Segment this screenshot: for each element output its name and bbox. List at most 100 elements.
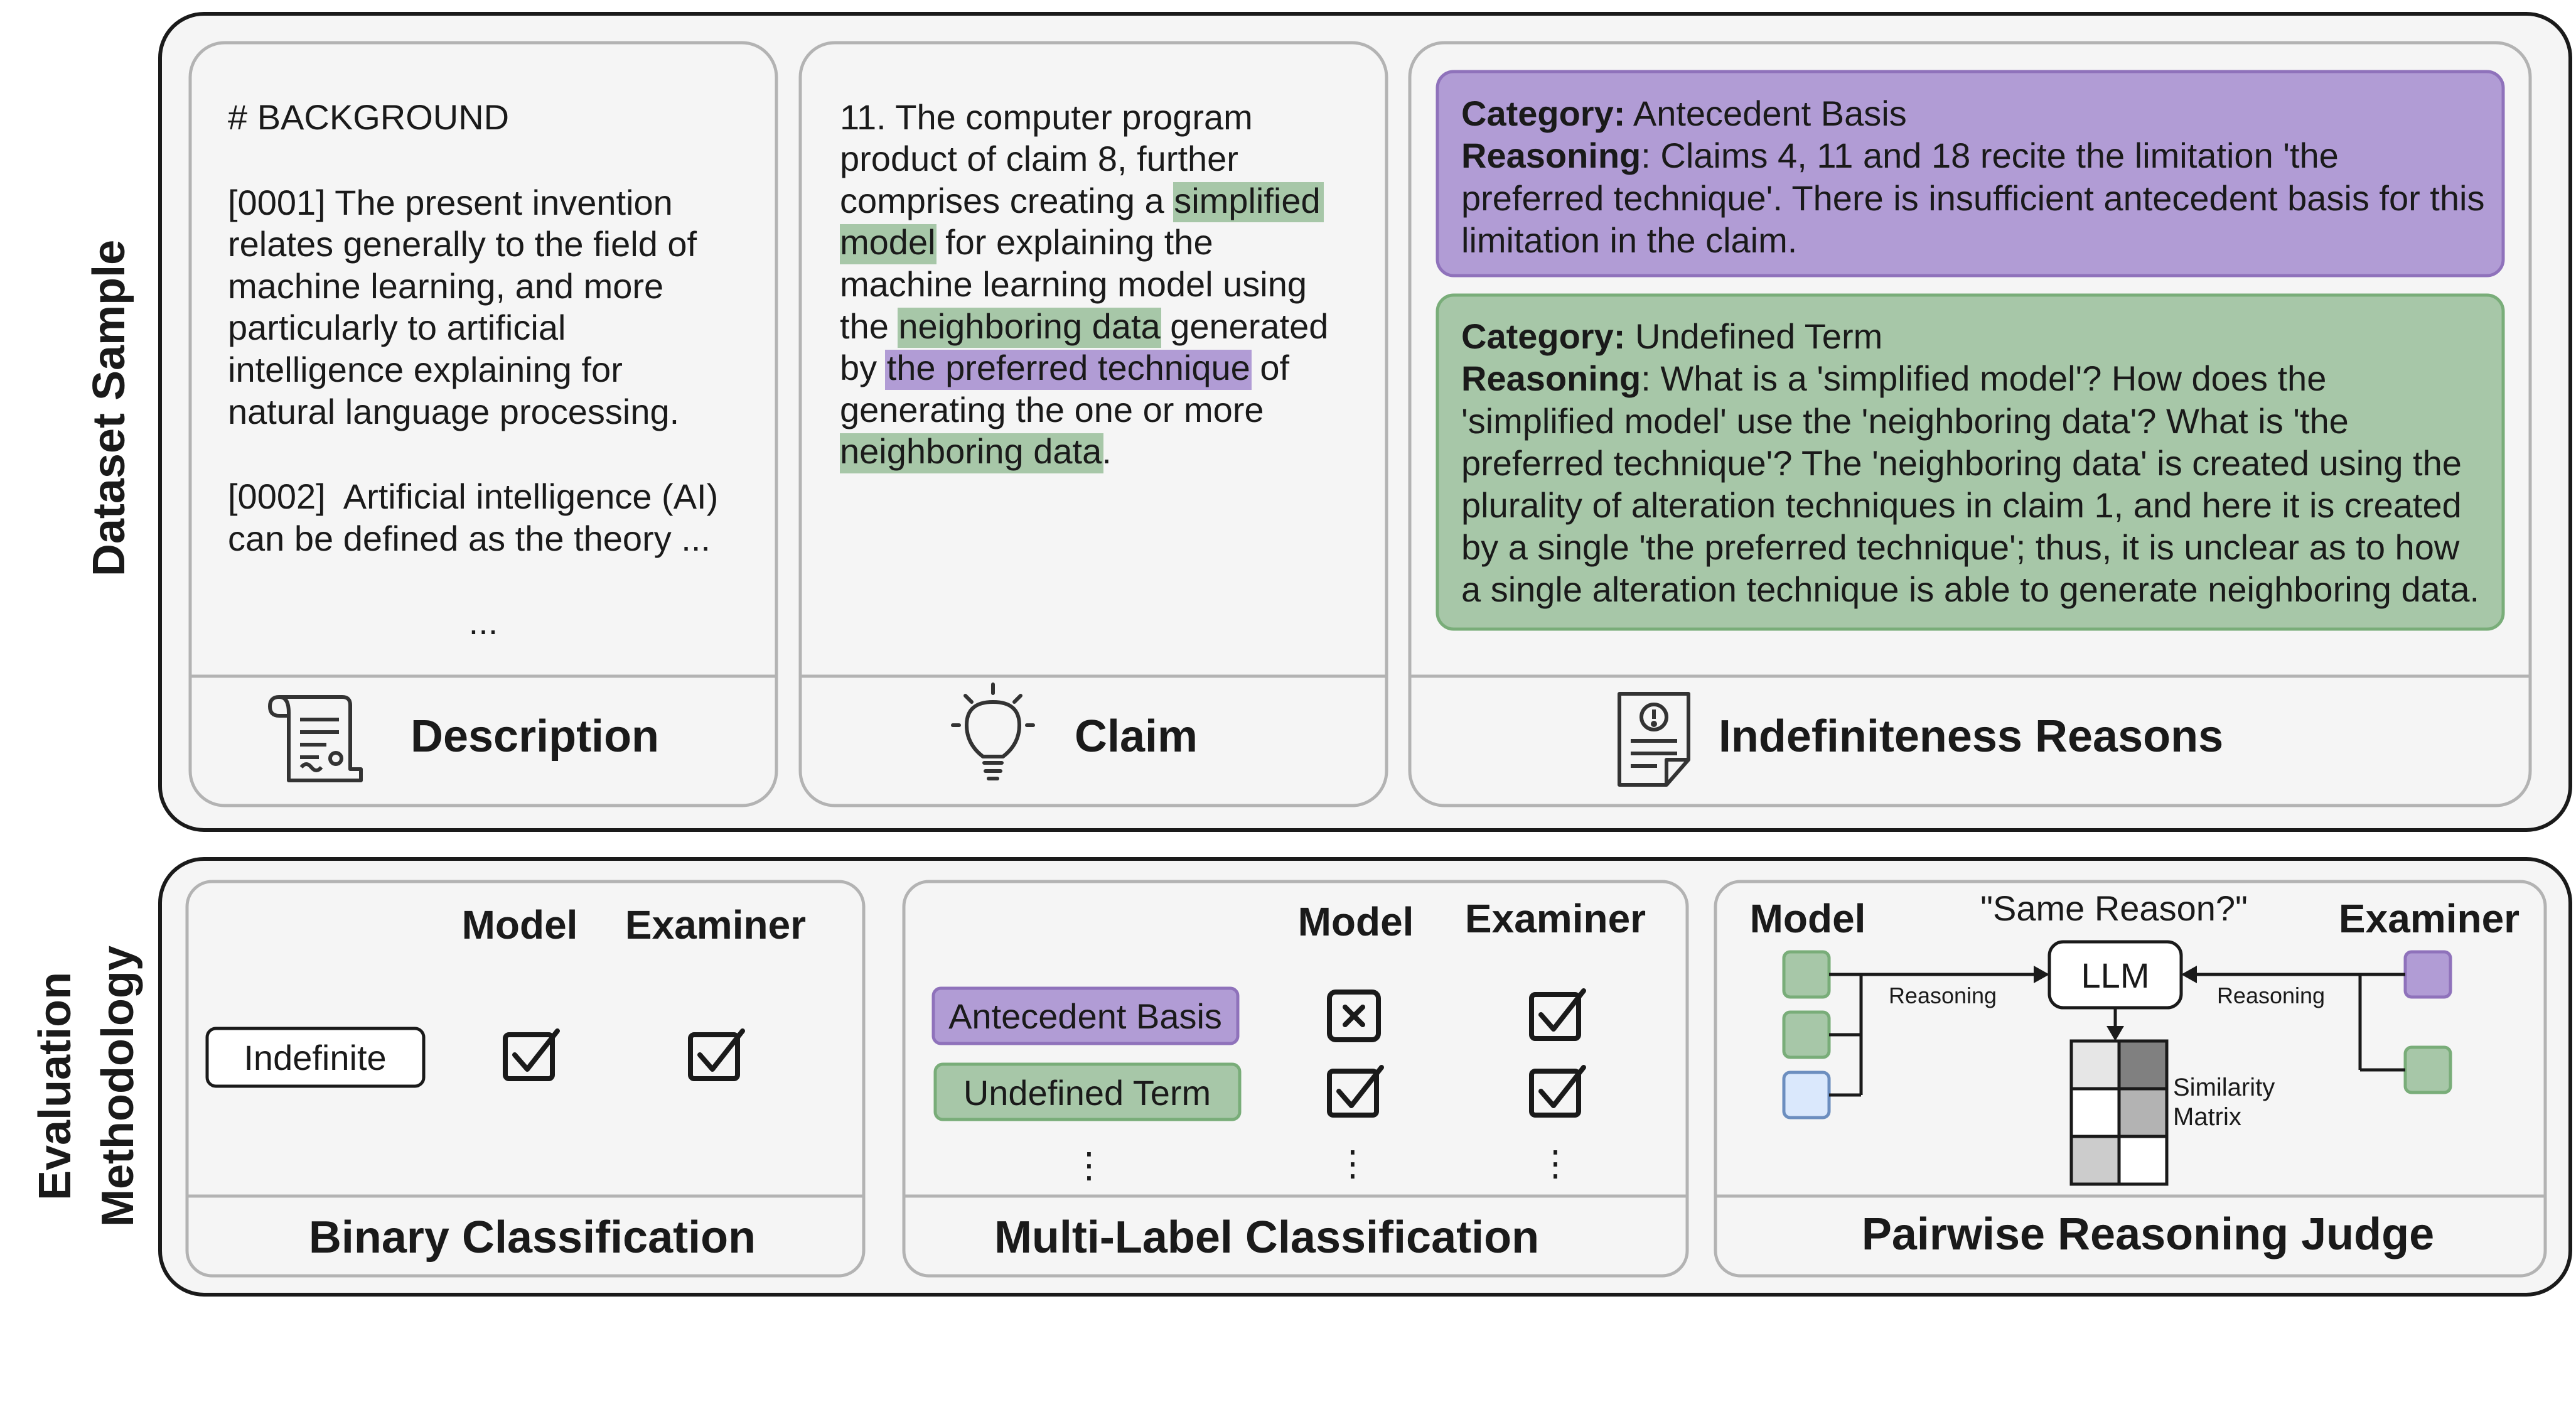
same-reason-question: "Same Reason?" bbox=[1980, 888, 2248, 928]
matrix-cell bbox=[2069, 1087, 2121, 1138]
llm-label: LLM bbox=[2081, 956, 2150, 995]
vertical-ellipsis: ⋮ bbox=[1538, 1143, 1573, 1183]
reason-card-antecedent: Category: Antecedent Basis Reasoning: Cl… bbox=[1436, 70, 2505, 278]
claim-line: model for explaining the bbox=[840, 222, 1213, 262]
claim-highlight-span: model bbox=[840, 222, 936, 262]
matrix-cell bbox=[2117, 1039, 2169, 1091]
claim-line: neighboring data. bbox=[840, 431, 1112, 471]
description-line: [0002] Artificial intelligence (AI) bbox=[228, 477, 718, 516]
description-line: machine learning, and more bbox=[228, 266, 663, 306]
binary-panel: Model Examiner Indefinite Binary Classif… bbox=[185, 880, 866, 1278]
indefinite-label-box bbox=[205, 1027, 426, 1088]
claim-text-span: generated bbox=[1161, 306, 1329, 346]
pairwise-model-header: Model bbox=[1750, 896, 1866, 941]
checkbox-crossed-icon bbox=[1327, 990, 1381, 1042]
side-label-dataset: Dataset Sample bbox=[84, 240, 134, 576]
multilabel-examiner-header: Examiner bbox=[1465, 896, 1646, 941]
binary-model-header: Model bbox=[462, 902, 578, 947]
model-reason-green bbox=[1782, 950, 1831, 999]
claim-line: by the preferred technique of bbox=[840, 348, 1289, 387]
reasoning-label: Reasoning bbox=[1461, 136, 1641, 175]
claim-text-span: the bbox=[840, 306, 898, 346]
examiner-reason-purple bbox=[2403, 950, 2452, 999]
claim-text-span: by bbox=[840, 348, 887, 387]
vertical-ellipsis: ⋮ bbox=[1335, 1143, 1370, 1183]
claim-text-span: of bbox=[1250, 348, 1290, 387]
reason-line: Category: Antecedent Basis bbox=[1461, 94, 1907, 133]
reason-line: preferred technique'? The 'neighboring d… bbox=[1461, 443, 2462, 483]
description-line: # BACKGROUND bbox=[228, 97, 509, 137]
arrow-head-down bbox=[2106, 1026, 2124, 1041]
similarity-label-1: Similarity bbox=[2173, 1074, 2275, 1101]
reasons-panel: Category: Antecedent Basis Reasoning: Cl… bbox=[1408, 41, 2532, 807]
description-footer: Description bbox=[411, 711, 659, 762]
multilabel-footer: Multi-Label Classification bbox=[994, 1212, 1539, 1263]
checkbox-checked-icon bbox=[1327, 1065, 1384, 1118]
side-label-evaluation-1: Evaluation bbox=[30, 972, 80, 1200]
reasoning-label-right: Reasoning bbox=[2217, 983, 2325, 1008]
checkbox-checked-icon bbox=[688, 1028, 745, 1081]
description-line: [0001] The present invention bbox=[228, 183, 673, 222]
reason-line: Reasoning: Claims 4, 11 and 18 recite th… bbox=[1461, 136, 2339, 175]
highlight-simplified bbox=[1173, 182, 1324, 222]
claim-footer: Claim bbox=[1075, 711, 1198, 762]
similarity-label-2: Matrix bbox=[2173, 1103, 2241, 1131]
reason-line: limitation in the claim. bbox=[1461, 220, 1797, 260]
model-reason-green bbox=[1782, 1010, 1831, 1059]
description-panel: # BACKGROUND [0001] The present inventio… bbox=[188, 41, 778, 807]
claim-text-span: for explaining the bbox=[936, 222, 1213, 262]
claim-line: machine learning model using bbox=[840, 264, 1307, 304]
model-connector bbox=[1829, 973, 2037, 1097]
indefinite-label: Indefinite bbox=[244, 1038, 386, 1077]
pairwise-footer: Pairwise Reasoning Judge bbox=[1862, 1209, 2434, 1259]
description-line: intelligence explaining for bbox=[228, 350, 623, 389]
matrix-cell bbox=[2117, 1135, 2169, 1186]
binary-examiner-header: Examiner bbox=[625, 902, 806, 947]
document-scroll-icon bbox=[268, 695, 363, 782]
category-value: Undefined Term bbox=[1625, 316, 1882, 356]
reason-line: plurality of alteration techniques in cl… bbox=[1461, 485, 2462, 525]
claim-text-span: . bbox=[1102, 431, 1112, 471]
reason-line: a single alteration technique is able to… bbox=[1461, 569, 2479, 609]
reasoning-label: Reasoning bbox=[1461, 359, 1641, 398]
claim-highlight-span: neighboring data bbox=[898, 306, 1161, 346]
highlight-model bbox=[840, 224, 936, 264]
claim-text-span: comprises creating a bbox=[840, 181, 1174, 220]
matrix-cell bbox=[2069, 1039, 2121, 1091]
examiner-reason-green bbox=[2403, 1045, 2452, 1094]
category-label: Category: bbox=[1461, 94, 1625, 133]
checkbox-checked-icon bbox=[1529, 1065, 1586, 1118]
claim-text: 11. The computer program product of clai… bbox=[840, 97, 1328, 471]
reason-card-undefined: Category: Undefined Term Reasoning: What… bbox=[1436, 293, 2505, 631]
pairwise-panel: Model Examiner "Same Reason?" Reasoning … bbox=[1714, 880, 2547, 1278]
claim-line: generating the one or more bbox=[840, 390, 1264, 429]
reasoning-text: : Claims 4, 11 and 18 recite the limitat… bbox=[1641, 136, 2339, 175]
reason-line: preferred technique'. There is insuffici… bbox=[1461, 178, 2484, 218]
arrow-head-left bbox=[2181, 966, 2197, 983]
reason-line: 'simplified model' use the 'neighboring … bbox=[1461, 401, 2349, 441]
claim-highlight-span: neighboring data bbox=[840, 431, 1102, 471]
binary-footer: Binary Classification bbox=[309, 1212, 756, 1263]
claim-line: the neighboring data generated bbox=[840, 306, 1328, 346]
claim-highlight-span: simplified bbox=[1174, 181, 1320, 220]
matrix-cell bbox=[2069, 1135, 2121, 1186]
category-value: Antecedent Basis bbox=[1625, 94, 1906, 133]
claim-line: comprises creating a simplified bbox=[840, 181, 1321, 220]
matrix-cell bbox=[2117, 1087, 2169, 1138]
lightbulb-icon bbox=[951, 682, 1035, 780]
claim-highlight-span: the preferred technique bbox=[887, 348, 1250, 387]
multilabel-panel: Model Examiner Antecedent Basis Undefine… bbox=[902, 880, 1689, 1278]
claim-panel: 11. The computer program product of clai… bbox=[798, 41, 1388, 807]
checkbox-checked-icon bbox=[503, 1028, 560, 1081]
description-line: particularly to artificial bbox=[228, 308, 566, 347]
category-label: Category: bbox=[1461, 316, 1625, 356]
arrow-head-right bbox=[2034, 966, 2049, 983]
highlight-preferred-technique bbox=[885, 350, 1252, 390]
antecedent-basis-pill bbox=[931, 986, 1240, 1045]
reason-line: by a single 'the preferred technique'; t… bbox=[1461, 527, 2460, 567]
reasoning-text: : What is a 'simplified model'? How does… bbox=[1641, 359, 2326, 398]
checkbox-checked-icon bbox=[1529, 988, 1586, 1041]
reason-line: Reasoning: What is a 'simplified model'?… bbox=[1461, 359, 2326, 398]
multilabel-model-header: Model bbox=[1298, 899, 1414, 944]
reasoning-label-left: Reasoning bbox=[1889, 983, 1997, 1008]
